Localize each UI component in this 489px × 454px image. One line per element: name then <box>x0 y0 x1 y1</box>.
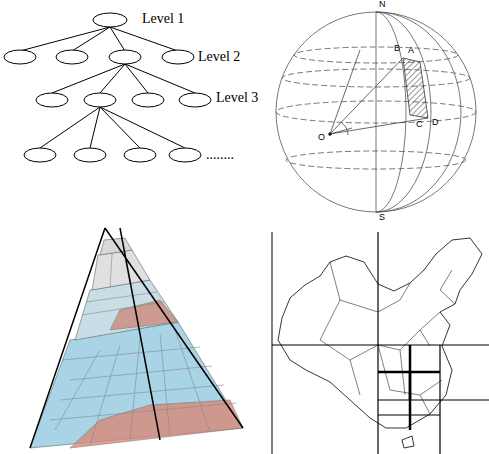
point-label: D <box>432 118 439 127</box>
point-label: N <box>379 0 386 9</box>
point-label: O <box>318 133 325 142</box>
tile-pyramid <box>30 228 243 448</box>
point-label: B <box>394 44 400 53</box>
point-label: A <box>408 46 414 55</box>
level-label: Level 3 <box>216 91 258 105</box>
level-label: Level 1 <box>142 12 184 26</box>
continuation-dots: ........ <box>206 148 234 162</box>
point-label: S <box>379 213 385 222</box>
globe <box>276 12 476 212</box>
level-label: Level 2 <box>198 50 240 64</box>
tree <box>4 13 211 162</box>
point-label: C <box>416 120 423 129</box>
china-map <box>272 232 489 454</box>
